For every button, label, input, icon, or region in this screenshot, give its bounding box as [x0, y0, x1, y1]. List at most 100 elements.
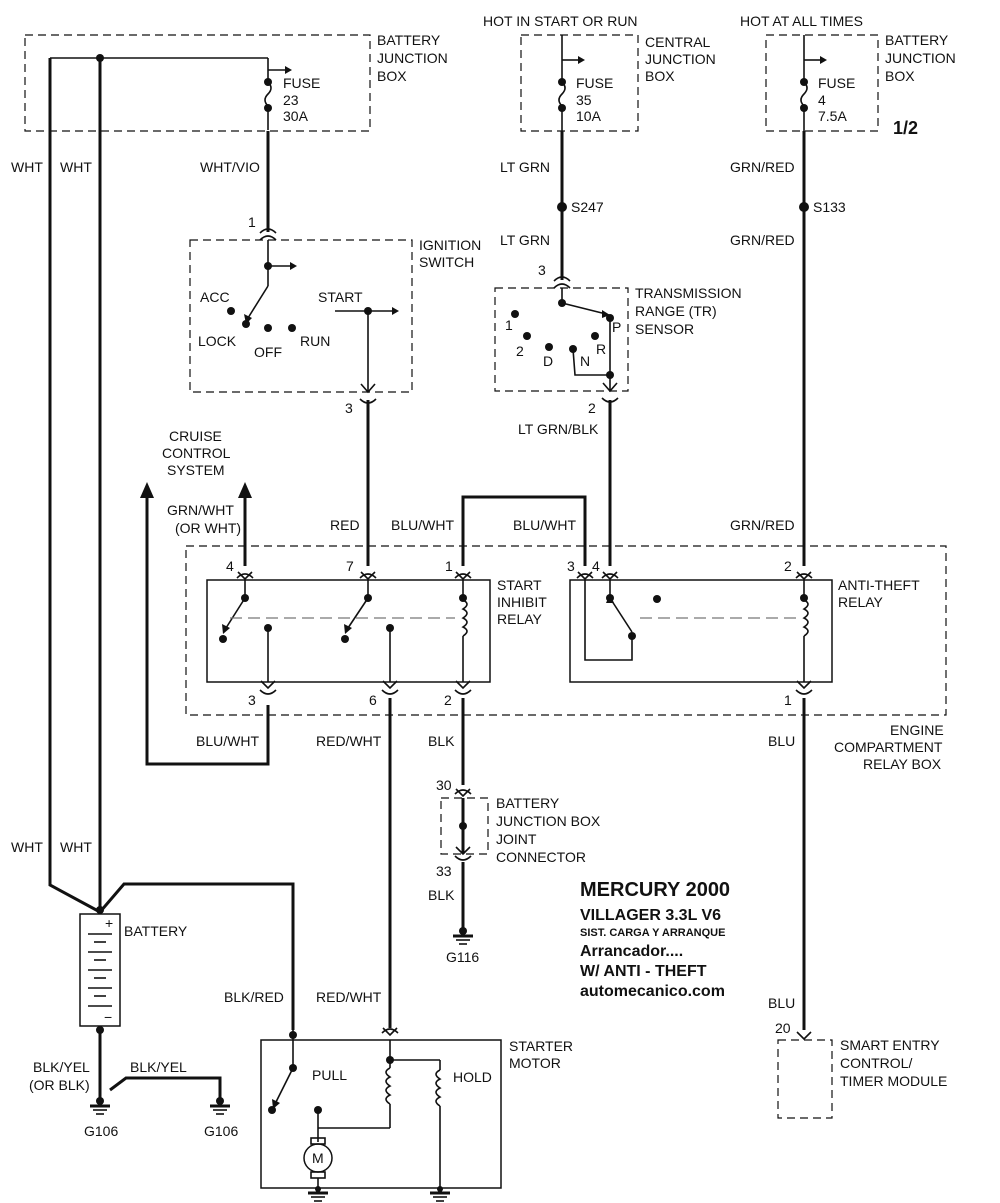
wire-label: BLU/WHT	[391, 517, 454, 533]
pin-number: 1	[248, 214, 256, 230]
starter-title: MOTOR	[509, 1055, 561, 1071]
ignition-position-start: START	[318, 289, 363, 305]
pin-number: 7	[346, 558, 354, 574]
ground-g106-b: G106	[204, 1097, 238, 1139]
cruise-label: SYSTEM	[167, 462, 225, 478]
fuse-amperage: 30A	[283, 108, 309, 124]
fuse-number: 23	[283, 92, 299, 108]
fuse-label: FUSE	[818, 75, 855, 91]
wire-label: BLK/YEL	[33, 1059, 90, 1075]
box-label: JUNCTION	[885, 50, 956, 66]
relay-title: RELAY	[838, 594, 884, 610]
tr-position-1: 1	[505, 317, 513, 333]
hot-in-start-or-run-label: HOT IN START OR RUN	[483, 13, 638, 29]
module-label: TIMER MODULE	[840, 1073, 947, 1089]
splice-label: S247	[571, 199, 604, 215]
wire-label: (OR WHT)	[175, 520, 241, 536]
tr-sensor-title: TRANSMISSION	[635, 285, 742, 301]
wire-label: BLK/YEL	[130, 1059, 187, 1075]
pin-number: 30	[436, 777, 452, 793]
info-variant: W/ ANTI - THEFT	[580, 963, 707, 980]
red-wire: RED	[330, 400, 370, 566]
pin-number: 2	[588, 400, 596, 416]
tr-position-p: P	[612, 319, 621, 335]
diagram-info-block: MERCURY 2000 VILLAGER 3.3L V6 SIST. CARG…	[580, 879, 730, 1000]
engine-compartment-relay-box: ENGINE COMPARTMENT RELAY BOX 4 7 1 3 4 2…	[185, 545, 947, 772]
box-label: BOX	[885, 68, 915, 84]
tr-position-n: N	[580, 353, 590, 369]
module-label: CONTROL/	[840, 1055, 912, 1071]
ground-g106-a: G106	[84, 1097, 118, 1139]
red-wht-starter-wire: RED/WHT RED/WHT	[316, 698, 399, 1037]
joint-connector-label: JOINT	[496, 831, 537, 847]
battery-ground-wires: BLK/YEL (OR BLK) BLK/YEL	[29, 1026, 222, 1100]
wire-label: GRN/RED	[730, 517, 795, 533]
wire-label: RED	[330, 517, 360, 533]
cruise-label: CONTROL	[162, 445, 231, 461]
blu-wht-jumper-wire: BLU/WHT BLU/WHT	[391, 495, 587, 566]
pin-number: 2	[784, 558, 792, 574]
ignition-switch-title: IGNITION	[419, 237, 481, 253]
box-label: JUNCTION	[377, 50, 448, 66]
ignition-position-off: OFF	[254, 344, 282, 360]
info-component: Arrancador....	[580, 943, 683, 960]
lt-grn-blk-wire: LT GRN/BLK	[518, 400, 612, 566]
ignition-switch: IGNITION SWITCH ACC LOCK OFF RUN START 3	[189, 237, 481, 416]
wire-label: WHT	[60, 839, 92, 855]
relay-title: RELAY	[497, 611, 543, 627]
cruise-control-system: CRUISE CONTROL SYSTEM GRN/WHT (OR WHT) B…	[140, 428, 270, 766]
fuse-amperage: 10A	[576, 108, 602, 124]
info-system: SIST. CARGA Y ARRANQUE	[580, 927, 725, 939]
ignition-position-run: RUN	[300, 333, 330, 349]
pin-number: 33	[436, 863, 452, 879]
wire-label: WHT	[60, 159, 92, 175]
wht-feed-wires: WHT WHT WHT WHT	[11, 58, 104, 914]
wire-label: WHT/VIO	[200, 159, 260, 175]
battery-plus-sign: +	[105, 915, 113, 931]
pin-number: 2	[444, 692, 452, 708]
fuse-number: 4	[818, 92, 826, 108]
starter-title: STARTER	[509, 1038, 573, 1054]
info-model: VILLAGER 3.3L V6	[580, 907, 721, 924]
ignition-position-lock: LOCK	[198, 333, 237, 349]
pin-number: 3	[345, 400, 353, 416]
wire-label: GRN/RED	[730, 159, 795, 175]
pin-number: 4	[226, 558, 234, 574]
relay-box-label: COMPARTMENT	[834, 739, 943, 755]
battery-label: BATTERY	[124, 923, 188, 939]
box-label: BOX	[645, 68, 675, 84]
blu-wire: BLU BLU 20	[768, 698, 812, 1041]
pin-number: 4	[592, 558, 600, 574]
blk-ground-circuit: BLK 30 33 BATTERY JUNCTION BOX JOINT CON…	[428, 698, 601, 930]
battery: + − BATTERY	[79, 913, 188, 1027]
wire-label: WHT	[11, 839, 43, 855]
wht-vio-wire: WHT/VIO 1	[200, 131, 277, 241]
wire-label: LT GRN/BLK	[518, 421, 599, 437]
ignition-position-acc: ACC	[200, 289, 230, 305]
fuse-label: FUSE	[283, 75, 320, 91]
wire-label: BLU/WHT	[513, 517, 576, 533]
relay-title: START	[497, 577, 542, 593]
blk-red-battery-cable: BLK/RED	[98, 882, 295, 1030]
central-junction-box-fuse-35: CENTRAL JUNCTION BOX FUSE 35 10A	[520, 34, 716, 132]
joint-connector-label: BATTERY	[496, 795, 560, 811]
wire-label: BLU	[768, 995, 795, 1011]
pin-number: 3	[248, 692, 256, 708]
wire-label: WHT	[11, 159, 43, 175]
wire-label: LT GRN	[500, 159, 550, 175]
ground-label: G116	[446, 949, 479, 965]
battery-junction-box-fuse-4: BATTERY JUNCTION BOX FUSE 4 7.5A	[765, 32, 956, 132]
ground-label: G106	[84, 1123, 118, 1139]
tr-position-2: 2	[516, 343, 524, 359]
ground-label: G106	[204, 1123, 238, 1139]
battery-minus-sign: −	[104, 1009, 112, 1025]
pin-number: 1	[445, 558, 453, 574]
start-inhibit-relay: START INHIBIT RELAY	[206, 577, 547, 683]
wire-label: BLU	[768, 733, 795, 749]
info-title: MERCURY 2000	[580, 879, 730, 901]
wire-label: BLK	[428, 887, 455, 903]
wire-label: BLU/WHT	[196, 733, 259, 749]
box-label: CENTRAL	[645, 34, 711, 50]
relay-title: ANTI-THEFT	[838, 577, 920, 593]
